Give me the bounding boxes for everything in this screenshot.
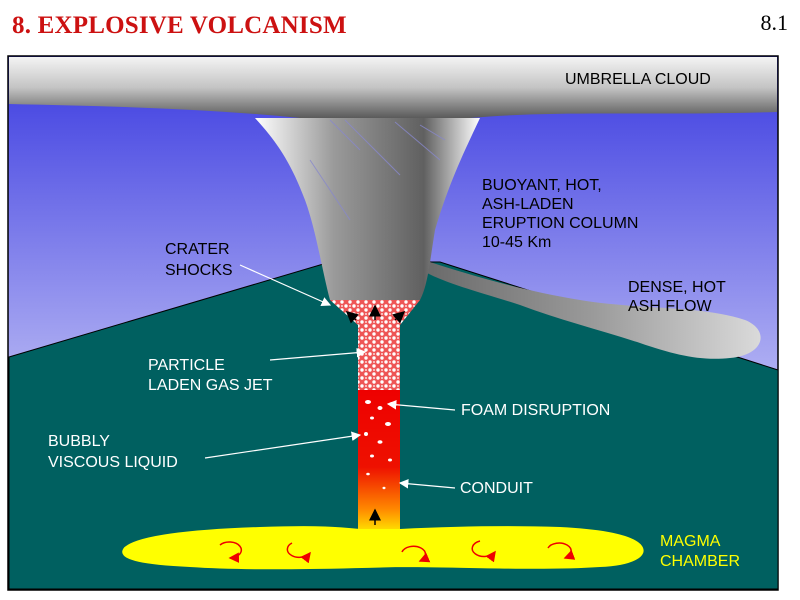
- label-dense-ash-flow: DENSE, HOT ASH FLOW: [628, 279, 726, 315]
- ash-flow: [425, 262, 761, 359]
- svg-text:10-45 Km: 10-45 Km: [482, 234, 551, 251]
- page-number: 8.1: [760, 10, 789, 35]
- label-eruption-column: BUOYANT, HOT, ASH-LADEN ERUPTION COLUMN …: [482, 177, 638, 251]
- label-foam-disruption: FOAM DISRUPTION: [461, 402, 610, 419]
- label-crater-shocks: CRATER SHOCKS: [165, 241, 233, 279]
- eruption-column: [255, 118, 480, 300]
- svg-text:DENSE, HOT: DENSE, HOT: [628, 279, 726, 296]
- svg-text:BUOYANT, HOT,: BUOYANT, HOT,: [482, 177, 602, 194]
- svg-text:ASH FLOW: ASH FLOW: [628, 298, 712, 315]
- svg-text:CRATER: CRATER: [165, 241, 230, 258]
- svg-text:BUBBLY: BUBBLY: [48, 433, 110, 450]
- svg-text:SHOCKS: SHOCKS: [165, 262, 233, 279]
- svg-text:LADEN GAS JET: LADEN GAS JET: [148, 377, 273, 394]
- label-magma-chamber: MAGMA CHAMBER: [660, 533, 740, 570]
- svg-text:ERUPTION COLUMN: ERUPTION COLUMN: [482, 215, 638, 232]
- label-umbrella-cloud: UMBRELLA CLOUD: [565, 71, 711, 88]
- svg-text:PARTICLE: PARTICLE: [148, 357, 225, 374]
- svg-text:CHAMBER: CHAMBER: [660, 553, 740, 570]
- conduit: [358, 390, 400, 530]
- svg-text:MAGMA: MAGMA: [660, 533, 721, 550]
- page-title: 8. EXPLOSIVE VOLCANISM: [12, 12, 347, 39]
- label-bubbly-liquid: BUBBLY VISCOUS LIQUID: [48, 433, 178, 471]
- magma-chamber: [122, 526, 644, 570]
- svg-text:VISCOUS LIQUID: VISCOUS LIQUID: [48, 454, 178, 471]
- label-particle-jet: PARTICLE LADEN GAS JET: [148, 357, 273, 394]
- umbrella-cloud: [9, 57, 777, 118]
- label-conduit: CONDUIT: [460, 480, 533, 497]
- svg-text:ASH-LADEN: ASH-LADEN: [482, 196, 574, 213]
